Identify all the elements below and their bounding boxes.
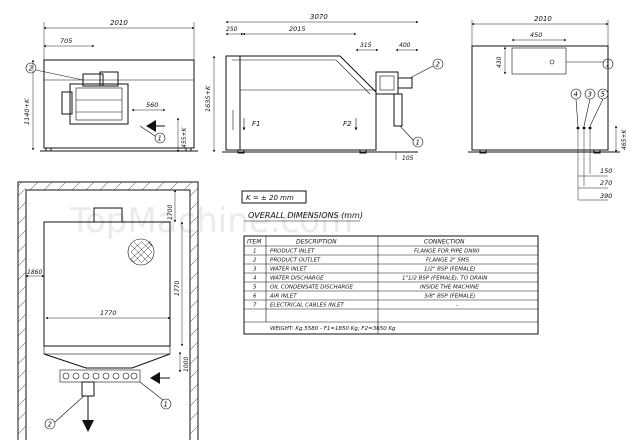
table-header-connection: CONNECTION [424,239,465,246]
table-cell: 6 [253,294,257,300]
plan-callout-2: 2 [48,421,53,429]
side-label-f1: F1 [252,120,260,128]
table-header-item: ITEM [247,239,262,246]
table-cell: WATER INLET [270,267,307,273]
table-cell: 3 [253,267,257,273]
end-callout-4: 4 [574,91,578,99]
table-cell: 1 [253,249,257,255]
front-view: 2010 705 560 1140+K 455+K 2 1 [23,19,198,153]
end-callout-1: 1 [606,61,610,69]
table-weight: WEIGHT: Kg.5580 - F1=1850 Kg; F2=3650 Kg [270,326,396,332]
end-dim-height: 430 [496,56,503,68]
table-cell: 1"1/2 BSP (FEMALE), TO DRAIN [402,276,487,282]
table-header-description: DESCRIPTION [296,239,337,246]
plan-dim-inner: 1770 [100,309,117,317]
end-dim-390: 390 [600,192,612,200]
table-cell: 5 [253,285,257,291]
k-value-box: K = ± 20 mm [241,190,307,204]
end-callout-5: 5 [601,91,606,99]
table-cell: 1/2" BSP (FEMALE) [424,267,475,273]
side-dim-overall: 3070 [310,13,328,21]
table-cell: WATER DISCHARGE [270,276,324,282]
end-dim-width: 2010 [534,15,552,23]
front-callout-1: 1 [158,135,162,143]
plan-dim-top: 1700 [167,205,174,220]
plan-callout-1: 1 [164,401,168,409]
table-cell: ELECTRICAL CABLES INLET [270,303,345,309]
dimensions-table: OVERALL DIMENSIONS (mm) ITEM DESCRIPTION… [243,211,539,335]
table-cell: PRODUCT INLET [270,249,315,255]
plan-dim-height: 1770 [174,281,181,296]
table-cell: FLANGE 2" SMS [426,258,470,264]
plan-dim-left: 1860 [27,269,42,276]
side-label-f2: F2 [343,120,352,128]
side-view: 3070 250 2015 315 400 1635+K 105 F1 F2 [204,13,444,162]
front-callout-2: 2 [29,65,34,73]
plan-dim-bottom: 1000 [183,357,190,372]
table-cell: 4 [253,276,257,282]
table-cell: 7 [253,303,257,309]
side-dim-top-left: 250 [226,26,238,33]
side-callout-1: 1 [416,139,420,147]
table-cell: PRODUCT OUTLET [270,258,321,264]
table-cell: AIR INLET [269,294,297,300]
table-cell: 3/8" BSP (FEMALE) [424,294,475,300]
side-dim-right: 400 [399,42,411,49]
end-callout-3: 3 [588,91,592,99]
side-dim-bottom: 105 [402,155,414,162]
table-cell: FLANGE FOR PIPE DN80 [414,249,480,255]
side-dim-gap: 315 [360,42,372,49]
side-dim-height: 1635+K [204,85,212,112]
k-value-text: K = ± 20 mm [246,194,294,202]
end-dim-150: 150 [600,167,612,175]
end-dim-270: 270 [600,179,612,187]
front-dim-width: 2010 [110,19,128,27]
table-cell: 2 [253,258,257,264]
side-dim-body: 2015 [289,25,306,33]
front-dim-height: 1140+K [23,98,31,125]
front-dim-left: 705 [60,37,72,45]
table-cell: OIL CONDENSATE DISCHARGE [270,285,353,291]
end-view: 2010 450 430 1 4 3 5 465+K [468,15,628,201]
table-cell: INSIDE THE MACHINE [420,285,479,291]
end-dim-top: 450 [530,31,542,39]
front-dim-offset: 560 [146,101,158,109]
front-dim-foot: 455+K [181,127,188,148]
side-callout-2: 2 [436,61,441,69]
table-title: OVERALL DIMENSIONS (mm) [248,211,363,220]
plan-view: 1700 1860 1770 1000 1770 1 [17,181,199,440]
table-cell: - [456,303,458,309]
end-dim-foot: 465+K [621,129,628,150]
